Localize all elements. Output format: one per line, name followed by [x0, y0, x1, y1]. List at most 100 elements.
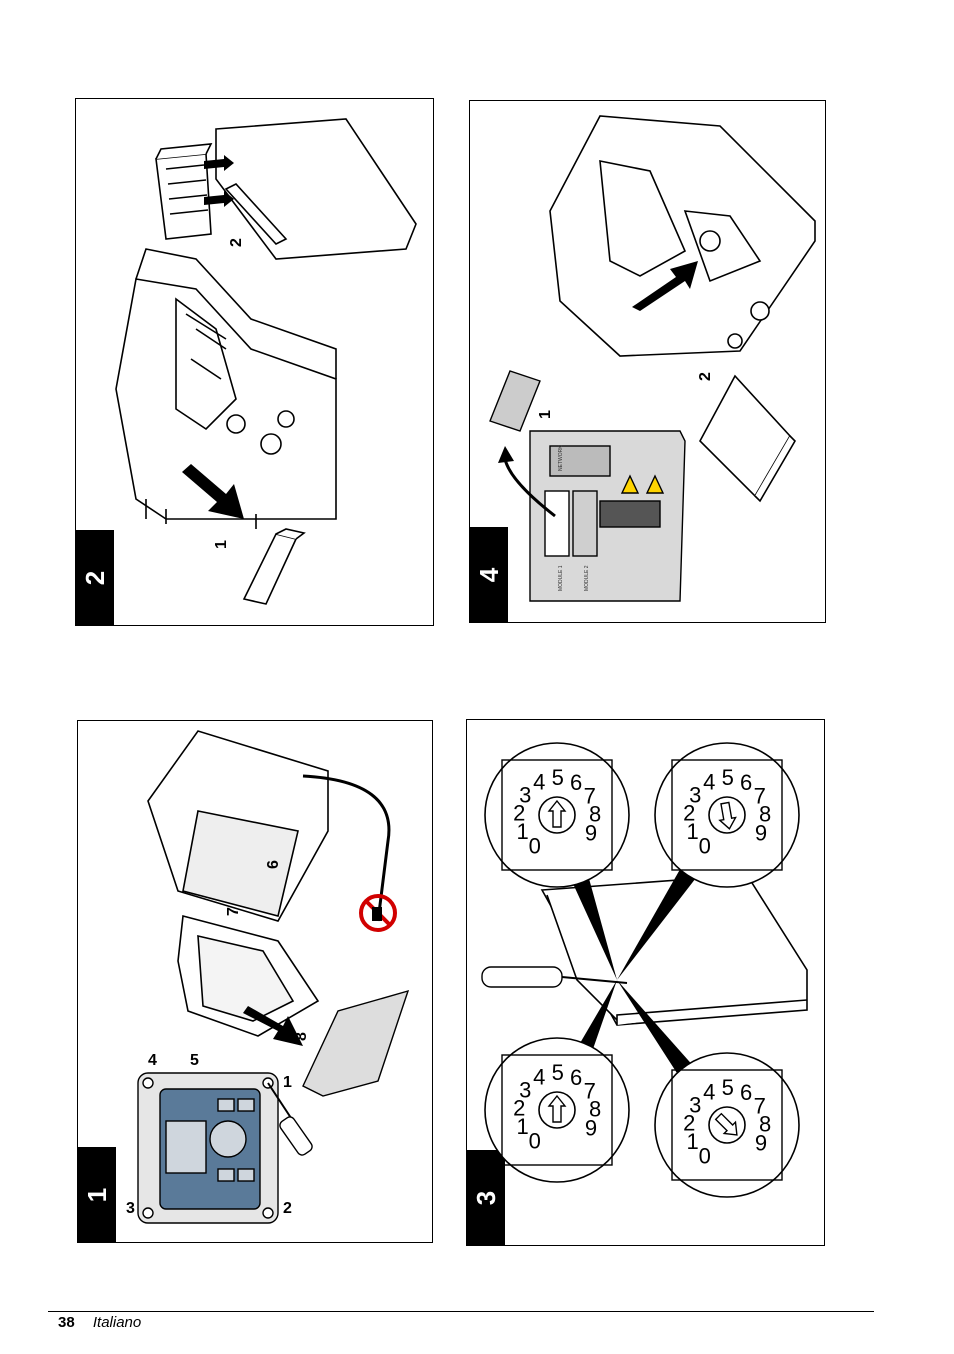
dial-digit: 3 [689, 1092, 701, 1117]
callout-2: 2 [283, 1200, 292, 1217]
board-label-module1: MODULE 1 [558, 565, 564, 591]
footer-language: Italiano [92, 1314, 142, 1331]
dial-digit: 0 [529, 834, 541, 859]
dial-digit: 9 [585, 1115, 597, 1140]
dial-digit: 0 [529, 1129, 541, 1154]
controller-body-drawing [549, 115, 816, 357]
dial-digit: 1 [687, 819, 699, 844]
page-number: 38 [58, 1314, 75, 1331]
dial-digit: 0 [699, 1144, 711, 1169]
module-card-drawing [699, 374, 797, 503]
terminal-block-drawing [155, 143, 213, 240]
dial-digit: 6 [740, 1080, 752, 1105]
unplug-warning-icon [359, 894, 397, 932]
figure-panel-step-1: 1 4 5 1 2 3 [77, 720, 433, 1243]
callout-2: 2 [228, 238, 245, 247]
dial-digit: 4 [533, 1064, 545, 1089]
dial-digit: 9 [585, 820, 597, 845]
dial-digit: 3 [519, 782, 531, 807]
dial-digit: 8 [589, 802, 601, 827]
dial-digit: 7 [584, 783, 596, 808]
curved-arrow [503, 458, 556, 518]
dial-digit: 7 [584, 1078, 596, 1103]
callout-5: 5 [190, 1052, 199, 1069]
module-board-drawing [540, 874, 808, 1026]
callout-1: 1 [213, 540, 230, 549]
footer-rule [48, 1311, 874, 1312]
dial-digit: 2 [513, 800, 525, 825]
screwdriver-drawing [267, 1082, 313, 1156]
dial-digit: 2 [683, 1110, 695, 1135]
dial-digit: 3 [689, 782, 701, 807]
dial-digit: 6 [570, 1065, 582, 1090]
board-label-network: NETWORK [558, 445, 564, 471]
dial-digit: 8 [759, 802, 771, 827]
board-label-module2: MODULE 2 [584, 565, 590, 591]
callout-3: 3 [126, 1200, 135, 1217]
dial-digit: 5 [722, 765, 734, 790]
callout-1: 1 [283, 1074, 292, 1091]
dial-digit: 2 [683, 800, 695, 825]
callout-7: 7 [225, 907, 242, 916]
dial-digit: 5 [722, 1075, 734, 1100]
page-footer: 38 Italiano [58, 1314, 141, 1331]
dial-digit: 1 [687, 1129, 699, 1154]
dial-arrow-icon [547, 1094, 567, 1123]
rotary-switch-body [671, 759, 783, 871]
dial-digit: 2 [513, 1095, 525, 1120]
illustration-remove-connector: 1 2 [115, 118, 417, 605]
rotary-switch-body [501, 1054, 613, 1166]
arrow-remove-cover [243, 1006, 303, 1046]
curved-arrow-head [498, 446, 514, 463]
callout-1: 1 [537, 410, 554, 419]
illustration-open-controller: 4 5 1 2 3 6 7 8 [126, 730, 410, 1224]
dial-digit: 7 [754, 783, 766, 808]
dial-digit: 7 [754, 1093, 766, 1118]
callout-8: 8 [293, 1032, 310, 1041]
dial-digit: 1 [517, 1114, 529, 1139]
cover-plate-drawing [489, 370, 541, 432]
controller-front-drawing [137, 1072, 279, 1224]
dial-digit: 4 [703, 1079, 715, 1104]
dial-digit: 8 [759, 1112, 771, 1137]
dial-digit: 0 [699, 834, 711, 859]
dial-digit: 5 [552, 765, 564, 790]
callout-6: 6 [265, 860, 282, 869]
step-tab: 4 [470, 527, 508, 622]
illustration-insert-module: 2 NETWORK MODULE 1 MODULE 2 1 [489, 115, 816, 602]
step-tab: 2 [76, 530, 114, 625]
arrow-remove [182, 464, 244, 519]
step-tab: 3 [467, 1150, 505, 1245]
callout-2: 2 [697, 372, 714, 381]
cover-drawing [302, 989, 410, 1097]
arrow-insert [632, 261, 698, 311]
callout-4: 4 [148, 1052, 157, 1069]
dial-digit: 9 [755, 820, 767, 845]
step-tab: 1 [78, 1147, 116, 1242]
dial-arrow-icon [547, 799, 567, 828]
dial-digit: 3 [519, 1077, 531, 1102]
dial-arrow-icon [714, 1112, 738, 1136]
arrow-insert-lower [204, 191, 234, 207]
open-housing-drawing [147, 730, 329, 1037]
io-board-drawing [529, 430, 686, 602]
figure-panel-step-2: 2 1 [75, 98, 434, 626]
dial-digit: 6 [740, 770, 752, 795]
dial-digit: 9 [755, 1130, 767, 1155]
controller-body-drawing [115, 248, 337, 529]
module-board-drawing [215, 118, 417, 260]
removed-plug-drawing [242, 528, 306, 605]
power-cord [302, 774, 391, 922]
dial-digit: 6 [570, 770, 582, 795]
dial-digit: 4 [533, 769, 545, 794]
dial-digit: 4 [703, 769, 715, 794]
figure-panel-step-4: 4 2 NETWORK MODULE 1 [469, 100, 826, 623]
dial-digit: 8 [589, 1097, 601, 1122]
dial-digit: 5 [552, 1060, 564, 1085]
arrow-insert-upper [204, 155, 234, 171]
rotary-switch-body [501, 759, 613, 871]
dial-arrow-icon [718, 801, 737, 830]
